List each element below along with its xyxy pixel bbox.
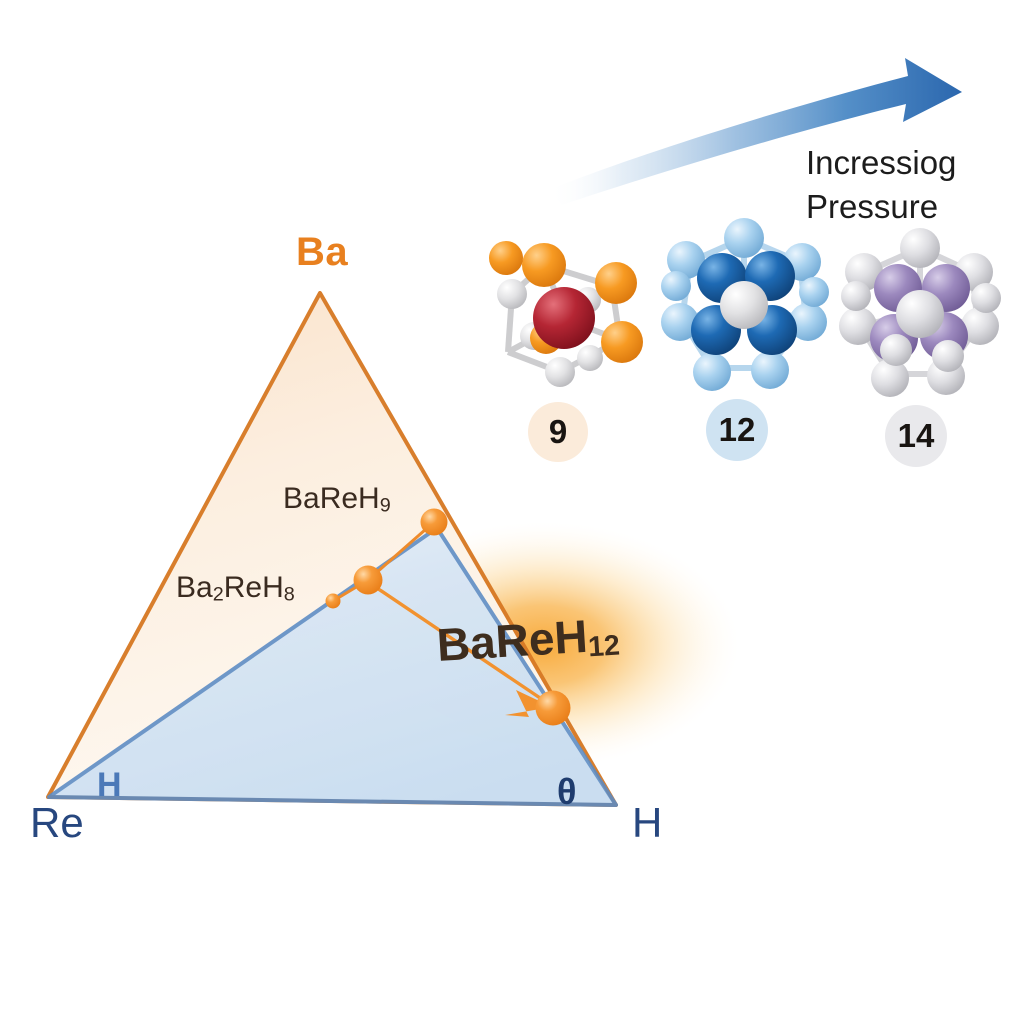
cluster-9-structure: [489, 241, 643, 387]
increasing-pressure-arrow: [548, 58, 962, 205]
dot-satellite-ba2reh8: [325, 593, 341, 609]
connector-ba2reh8-to-bareh12: [372, 584, 548, 704]
composition-formula-ba2reh8: Ba2ReH8: [176, 571, 295, 606]
vertex-label-h: H: [632, 799, 663, 846]
coordination-badge-12: 12: [706, 399, 768, 461]
composition-label-bareh9: BaReH9: [283, 484, 391, 516]
coordination-badge-9: 9: [528, 402, 588, 462]
vertex-label-ba: Ba: [296, 230, 349, 274]
composition-label-bareh12: BaReH12: [435, 609, 621, 671]
coordination-badge-14: 14: [885, 405, 947, 467]
dot-bareh9: [420, 508, 448, 536]
composition-formula-bareh9: BaReH9: [283, 482, 391, 517]
cluster-14-structure: [839, 228, 1001, 397]
composition-formula-bareh12: BaReH12: [435, 609, 621, 671]
dot-bareh12: [535, 690, 571, 726]
vertex-label-re: Re: [30, 799, 84, 846]
inner-triangle-h-rich: [47, 526, 618, 807]
cluster-12-structure: [661, 218, 829, 391]
connector-ba2reh8-to-bareh9: [366, 520, 436, 582]
arrowhead-to-bareh12: [505, 690, 552, 717]
inner-label-h: H: [97, 766, 122, 804]
dot-ba2reh8: [353, 565, 383, 595]
pressure-arrow-label: Incressiog Pressure: [806, 144, 957, 225]
inner-label-theta: θ: [557, 771, 577, 812]
composition-label-ba2reh8: Ba2ReH8: [176, 573, 295, 605]
